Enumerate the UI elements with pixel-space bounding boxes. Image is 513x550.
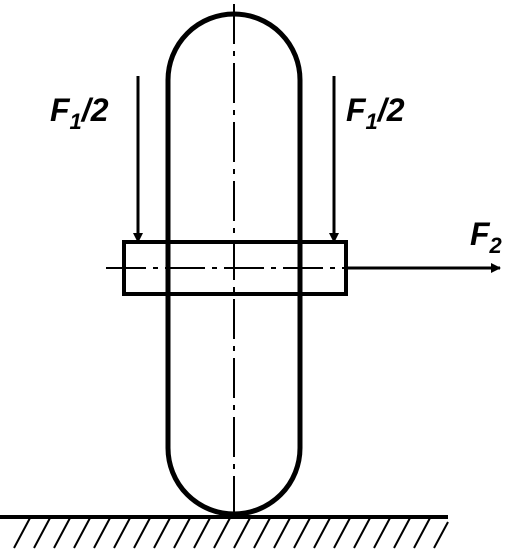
left-force-suffix: /2 xyxy=(81,92,109,128)
wheel-outline xyxy=(165,11,303,517)
right-force-label: F1/2 xyxy=(346,92,405,133)
right-force-subscript: 1 xyxy=(365,109,378,134)
right-force-symbol: F xyxy=(346,92,366,128)
left-force-symbol: F xyxy=(50,92,70,128)
left-force-subscript: 1 xyxy=(69,109,82,134)
horizontal-force-subscript: 2 xyxy=(489,233,502,258)
ground-hatching xyxy=(13,517,449,549)
left-force-label: F1/2 xyxy=(50,92,109,133)
horizontal-force-symbol: F xyxy=(470,216,490,252)
horizontal-force-label: F2 xyxy=(470,216,502,257)
right-force-suffix: /2 xyxy=(377,92,405,128)
